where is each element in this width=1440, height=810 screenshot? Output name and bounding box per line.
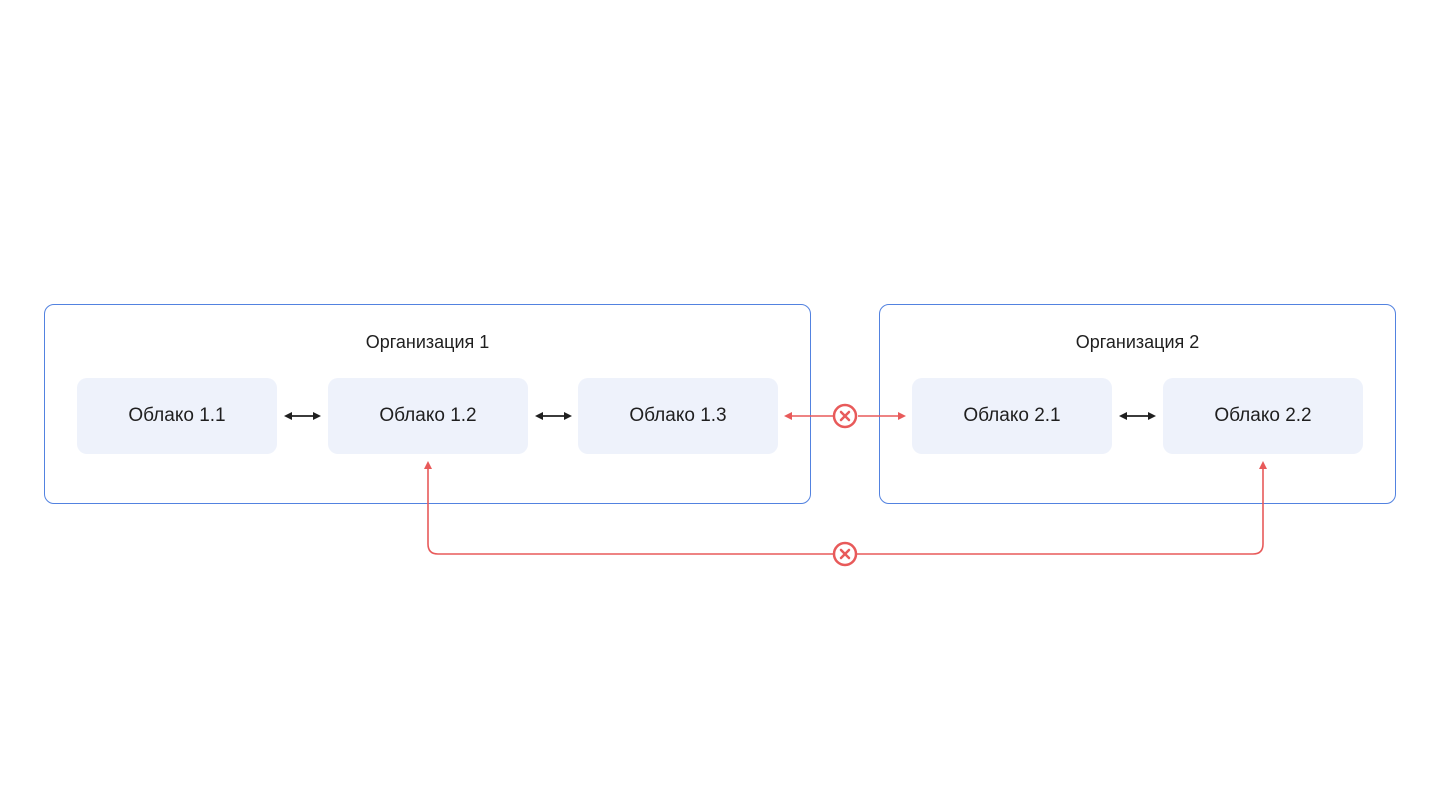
blocked-x-icon [832, 403, 858, 429]
cloud-1-2-label: Облако 1.2 [379, 405, 477, 426]
blocked-x-icon [832, 541, 858, 567]
cloud-1-2: Облако 1.2 [328, 378, 528, 454]
cloud-2-2: Облако 2.2 [1163, 378, 1363, 454]
cloud-1-3-label: Облако 1.3 [629, 405, 727, 426]
cloud-2-1: Облако 2.1 [912, 378, 1112, 454]
cloud-2-1-label: Облако 2.1 [963, 405, 1061, 426]
organization-2-title: Организация 2 [1075, 332, 1200, 352]
cloud-1-1-label: Облако 1.1 [128, 405, 226, 426]
cloud-1-3: Облако 1.3 [578, 378, 778, 454]
cloud-2-2-label: Облако 2.2 [1214, 405, 1312, 426]
cloud-1-1: Облако 1.1 [77, 378, 277, 454]
organization-1-title: Организация 1 [365, 332, 490, 352]
